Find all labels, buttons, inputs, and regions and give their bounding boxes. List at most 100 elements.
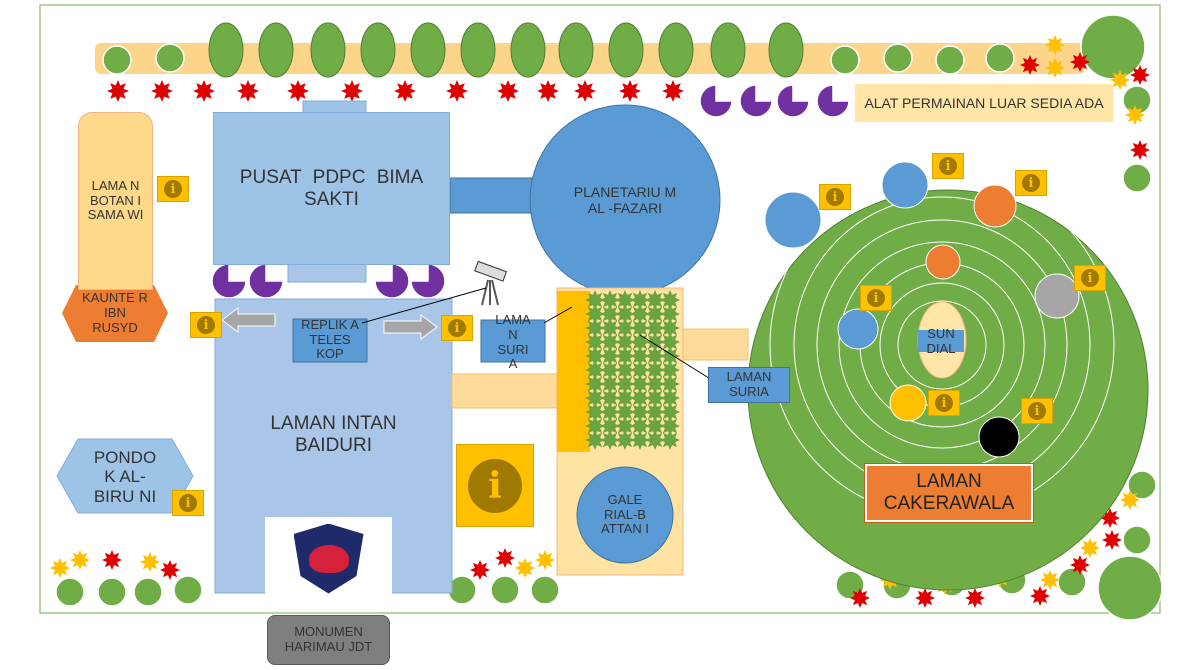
- tree-icon: [208, 22, 244, 78]
- info-icon-large[interactable]: i: [456, 444, 534, 527]
- flower-icon: [1030, 586, 1050, 606]
- flower-icon: [615, 430, 635, 450]
- bush-icon: [935, 45, 965, 75]
- arrow-icon: [383, 314, 438, 340]
- laman-cakerawala: LAMAN CAKERAWALA: [864, 463, 1034, 523]
- pacman-icon: [699, 84, 733, 118]
- flower-icon: [495, 548, 515, 568]
- tree-icon: [710, 22, 746, 78]
- flower-icon: [102, 550, 122, 570]
- flower-icon: [1070, 555, 1090, 575]
- laman-suria-small: LAMA N SURI A: [495, 311, 531, 372]
- info-icon[interactable]: i: [1015, 170, 1047, 196]
- flower-icon: [660, 318, 680, 338]
- bush-icon: [835, 570, 865, 600]
- info-glyph: i: [1022, 174, 1040, 192]
- pacman-icon: [211, 263, 247, 299]
- bush-icon: [1122, 163, 1152, 193]
- gold-strip: [557, 291, 590, 452]
- bush-icon: [830, 45, 860, 75]
- flower-icon: [615, 332, 635, 352]
- planet-icon: [881, 161, 929, 209]
- flower-icon: [660, 360, 680, 380]
- bush-icon: [1057, 567, 1087, 597]
- flower-icon: [615, 416, 635, 436]
- info-icon[interactable]: i: [441, 315, 473, 341]
- pointer-line: [639, 334, 713, 381]
- tree-icon: [410, 22, 446, 78]
- info-icon[interactable]: i: [1074, 265, 1106, 291]
- flower-icon: [615, 346, 635, 366]
- tree-icon: [258, 22, 294, 78]
- kaunter-ibn-rusyd: KAUNTE R IBN RUSYD: [82, 290, 148, 335]
- info-glyph: i: [1028, 402, 1046, 420]
- bush-icon: [985, 43, 1015, 73]
- replika-box: [292, 318, 368, 363]
- flower-icon: [600, 346, 620, 366]
- flower-icon: [660, 388, 680, 408]
- flower-icon: [1110, 70, 1130, 90]
- flower-icon: [574, 80, 596, 102]
- flower-icon: [341, 80, 363, 102]
- flower-icon: [619, 80, 641, 102]
- flower-icon: [585, 402, 605, 422]
- sun-dial: SUN DIAL: [926, 326, 956, 356]
- flower-icon: [600, 402, 620, 422]
- flower-icon: [600, 388, 620, 408]
- flower-icon: [630, 416, 650, 436]
- info-icon[interactable]: i: [860, 285, 892, 311]
- planet-icon: [764, 191, 822, 249]
- flower-icon: [497, 80, 519, 102]
- pacman-icon: [739, 84, 773, 118]
- flower-icon: [193, 80, 215, 102]
- arrow-icon: [221, 307, 276, 333]
- pacman-icon: [410, 263, 446, 299]
- flower-icon: [630, 374, 650, 394]
- laman-suria-small-box: [480, 319, 546, 363]
- info-glyph: i: [826, 188, 844, 206]
- pondok-al-biruni: PONDO K AL-BIRU NI: [93, 447, 157, 506]
- flower-icon: [645, 360, 665, 380]
- info-icon[interactable]: i: [190, 312, 222, 338]
- bush-icon: [883, 43, 913, 73]
- flower-icon: [660, 402, 680, 422]
- tree-icon: [310, 22, 346, 78]
- info-icon[interactable]: i: [819, 184, 851, 210]
- flower-icon: [394, 80, 416, 102]
- bush-icon: [1127, 470, 1157, 500]
- pusat-pdpc-bima-sakti: PUSAT PDPC BIMA SAKTI: [213, 112, 450, 265]
- info-icon[interactable]: i: [172, 490, 204, 516]
- flower-icon: [615, 304, 635, 324]
- galeri-al-battani: GALE RIAL-B ATTAN I: [601, 491, 649, 537]
- flower-icon: [237, 80, 259, 102]
- pointer-line: [543, 306, 573, 324]
- kaunter-hexagon: [62, 285, 168, 342]
- info-glyph: i: [939, 157, 957, 175]
- bush-icon: [173, 575, 203, 605]
- flower-icon: [1070, 52, 1090, 72]
- tree-icon: [360, 22, 396, 78]
- planet-icon: [889, 384, 927, 422]
- walkway-middle: [451, 373, 561, 409]
- tree-icon: [608, 22, 644, 78]
- walkway-right: [682, 328, 749, 361]
- bush-icon: [530, 575, 560, 605]
- planet-icon: [973, 184, 1017, 228]
- flower-icon: [615, 402, 635, 422]
- flower-icon: [645, 304, 665, 324]
- flower-icon: [850, 588, 870, 608]
- flower-icon: [645, 416, 665, 436]
- info-icon[interactable]: i: [157, 176, 189, 202]
- flower-icon: [645, 346, 665, 366]
- flower-icon: [1120, 490, 1140, 510]
- flower-icon: [585, 332, 605, 352]
- laman-botani: LAMA N BOTAN I SAMA WI: [78, 112, 153, 290]
- info-icon[interactable]: i: [932, 153, 964, 179]
- flower-icon: [537, 80, 559, 102]
- info-icon[interactable]: i: [928, 390, 960, 416]
- bush-icon: [133, 577, 163, 607]
- flower-icon: [630, 290, 650, 310]
- planet-icon: [978, 416, 1020, 458]
- info-icon[interactable]: i: [1021, 398, 1053, 424]
- flower-icon: [287, 80, 309, 102]
